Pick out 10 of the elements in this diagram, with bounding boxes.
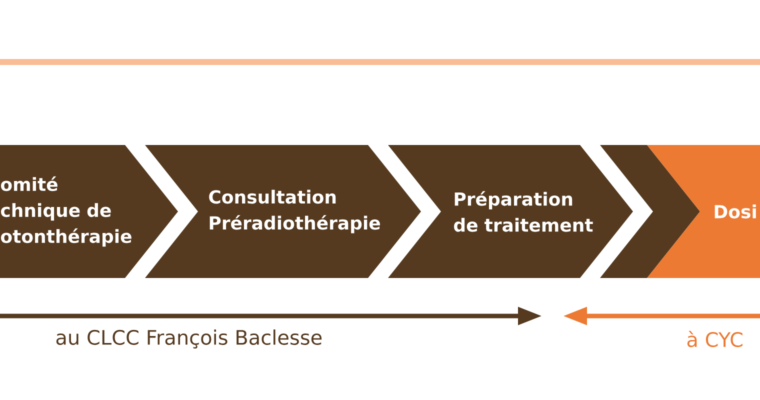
location-label: au CLCC François Baclesse — [56, 329, 322, 349]
location-label: à CYC — [687, 330, 742, 348]
chevron-shape — [600, 145, 700, 278]
chevron-box: Préparation de traitement — [388, 145, 633, 278]
node-label: Préparation de traitement — [454, 191, 593, 232]
node-label: Consultation Préradiothérapie — [209, 190, 380, 234]
chevron-box: Dosi — [647, 145, 760, 278]
node-label: omité chnique de otonthérapie — [0, 176, 132, 247]
chevron-box: Consultation Préradiothérapie — [145, 145, 421, 278]
chevron-box: omité chnique de otonthérapie — [0, 145, 178, 278]
